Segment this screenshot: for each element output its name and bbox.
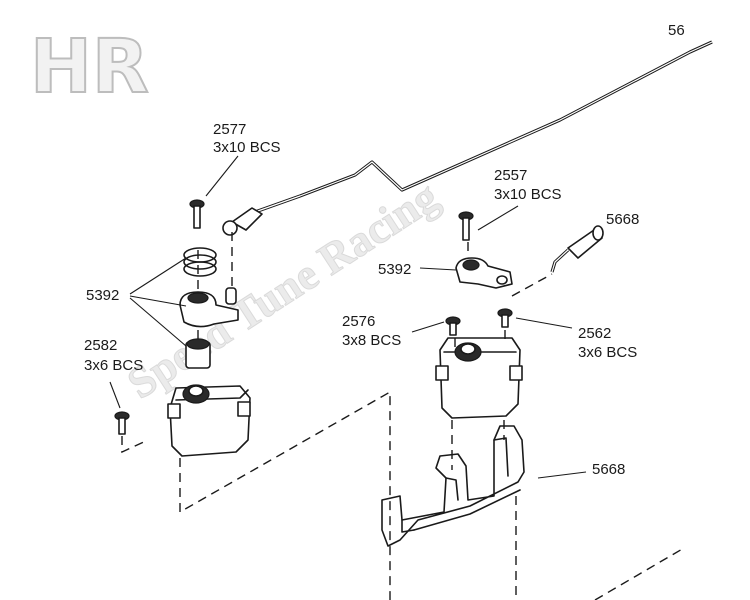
label-top-right-cut: 56 (668, 22, 685, 39)
label-2582-num: 2582 (84, 337, 117, 354)
label-2557-spec: 3x10 BCS (494, 186, 562, 203)
screw-2557 (458, 211, 474, 241)
screw-2576 (445, 316, 461, 336)
label-2576-spec: 3x8 BCS (342, 332, 401, 349)
leader-lines (109, 155, 587, 479)
assembly-lines (121, 232, 685, 600)
hr-logo: HR (30, 24, 149, 110)
saver-cup-5392 (185, 338, 211, 369)
throttle-rod (222, 40, 713, 236)
screw-2582 (114, 411, 130, 435)
spring-5392 (183, 247, 217, 277)
screw-2562 (497, 308, 513, 328)
label-2577-num: 2577 (213, 121, 246, 138)
screw-2577 (189, 199, 205, 229)
label-5668-rod: 5668 (606, 211, 639, 228)
label-2577-spec: 3x10 BCS (213, 139, 281, 156)
label-5392-right: 5392 (378, 261, 411, 278)
right-horn-5392 (455, 257, 513, 289)
label-2576-num: 2576 (342, 313, 375, 330)
left-servo (167, 384, 251, 457)
watermark-text: Speed Tune Racing (119, 172, 447, 409)
label-2557-num: 2557 (494, 167, 527, 184)
label-2582-spec: 3x6 BCS (84, 357, 143, 374)
right-servo (435, 337, 523, 419)
label-5392-left: 5392 (86, 287, 119, 304)
servo-horn-5392 (179, 287, 239, 328)
label-2562-num: 2562 (578, 325, 611, 342)
servo-mount-5668 (381, 425, 525, 547)
rod-end-5668 (550, 225, 604, 273)
label-5668-mount: 5668 (592, 461, 625, 478)
label-2562-spec: 3x6 BCS (578, 344, 637, 361)
